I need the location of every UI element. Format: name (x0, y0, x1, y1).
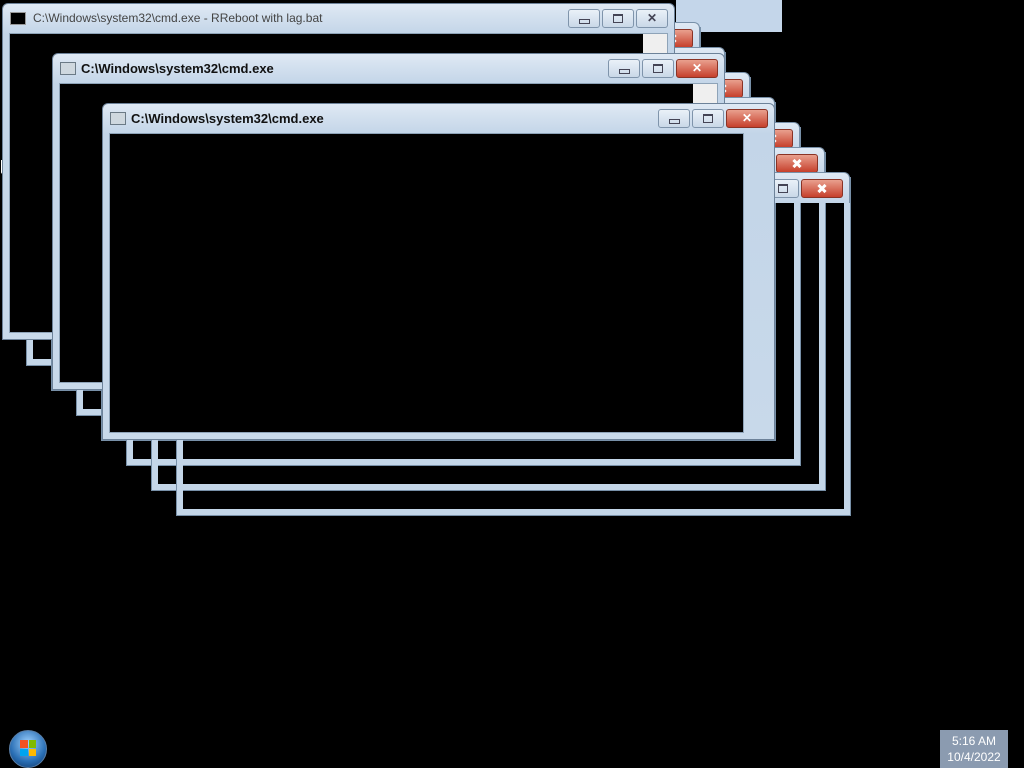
close-button[interactable]: ✕ (726, 109, 768, 128)
start-button[interactable] (9, 730, 47, 768)
clock-date: 10/4/2022 (947, 750, 1001, 764)
windows-logo-icon (20, 740, 36, 756)
cmd-icon (60, 62, 76, 75)
maximize-icon (653, 64, 663, 73)
maximize-icon (613, 14, 623, 23)
cmd-window[interactable]: C:\Windows\system32\cmd.exe ✕ (102, 103, 775, 440)
window-title: C:\Windows\system32\cmd.exe (81, 61, 274, 76)
close-button[interactable]: ✕ (676, 59, 718, 78)
close-button[interactable] (801, 179, 843, 198)
cmd-icon (110, 112, 126, 125)
minimize-button[interactable] (658, 109, 690, 128)
maximize-button[interactable] (692, 109, 724, 128)
console-area[interactable] (109, 133, 744, 433)
maximize-icon (778, 184, 788, 193)
close-icon: ✕ (741, 111, 753, 125)
minimize-icon (579, 19, 590, 24)
close-x-icon (792, 162, 802, 165)
close-icon: ✕ (646, 11, 658, 25)
minimize-icon (669, 119, 680, 124)
maximize-button[interactable] (642, 59, 674, 78)
minimize-icon (619, 69, 630, 74)
clock[interactable]: 5:16 AM 10/4/2022 (940, 730, 1008, 768)
close-button[interactable] (776, 154, 818, 173)
maximize-button[interactable] (602, 9, 634, 28)
minimize-button[interactable] (608, 59, 640, 78)
close-button[interactable]: ✕ (636, 9, 668, 28)
maximize-icon (703, 114, 713, 123)
close-x-icon (817, 187, 827, 190)
window-title: C:\Windows\system32\cmd.exe - RReboot wi… (33, 11, 323, 25)
close-icon: ✕ (691, 61, 703, 75)
window-title: C:\Windows\system32\cmd.exe (131, 111, 324, 126)
cmd-icon (10, 12, 26, 25)
clock-time: 5:16 AM (951, 734, 997, 748)
minimize-button[interactable] (568, 9, 600, 28)
